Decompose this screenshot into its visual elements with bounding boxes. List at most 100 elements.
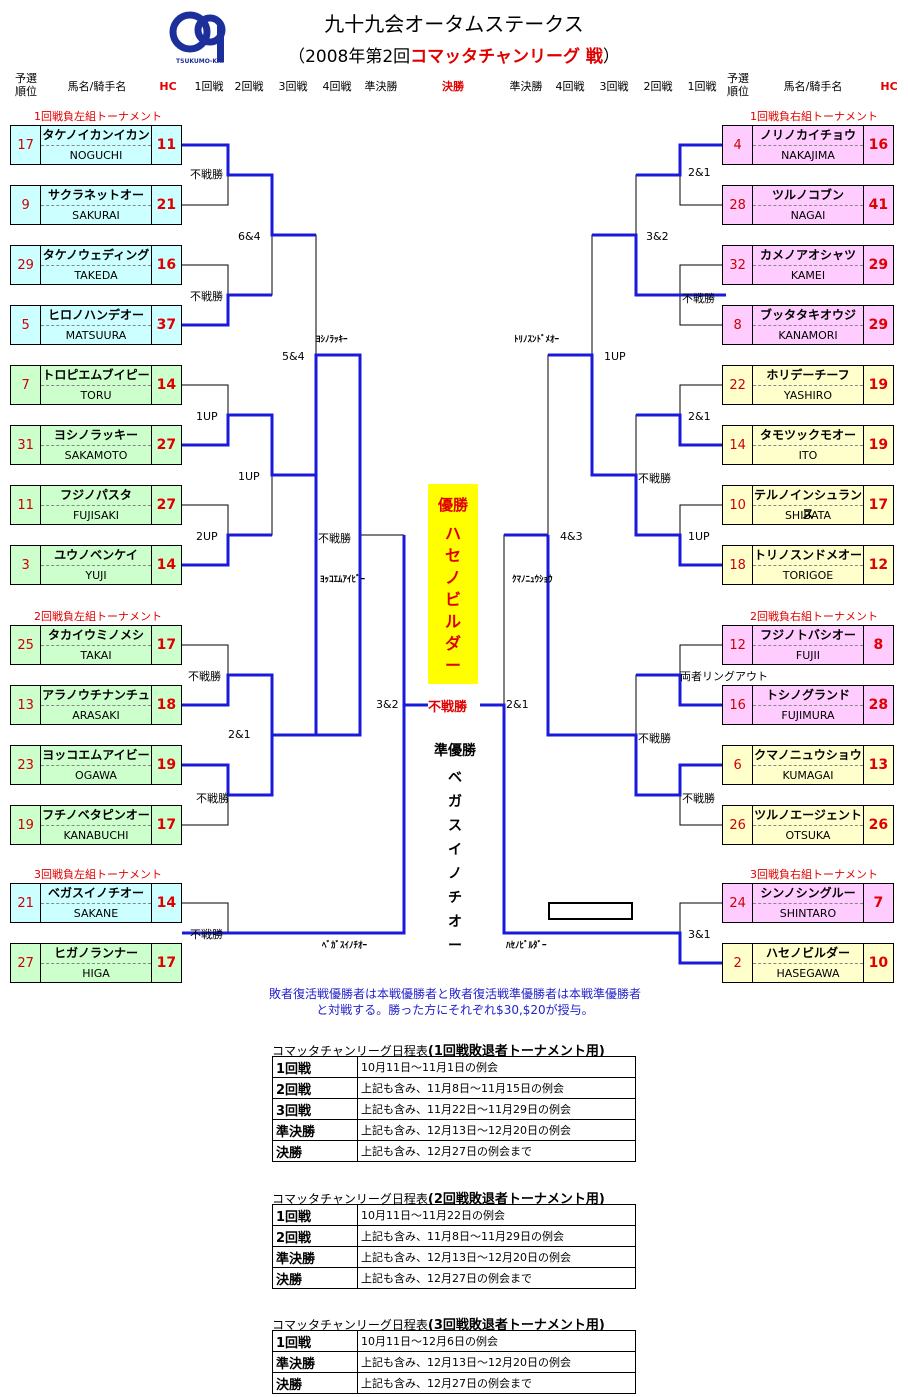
round-dates: 上記も含み、11月22日～11月29日の例会 [357, 1098, 636, 1120]
handicap: 14 [150, 884, 181, 922]
round-dates: 上記も含み、12月13日～12月20日の例会 [357, 1351, 636, 1373]
schedule-row: 2回戦上記も含み、11月8日～11月29日の例会 [272, 1225, 636, 1247]
champion-name: ハセノビルダー [428, 523, 478, 677]
header-r2: 2回戦 [234, 80, 264, 93]
right-result-5: 不戦勝 [638, 472, 671, 485]
jockey-name: YUJI [85, 569, 107, 582]
round-dates: 上記も含み、11月8日～11月29日の例会 [357, 1225, 636, 1247]
left-result-3r1: 不戦勝 [190, 928, 223, 941]
horse-name: タモツックモオー [753, 426, 863, 446]
horse-name: ブッタタキオウジ [753, 306, 863, 326]
name-char: オ [448, 914, 462, 930]
schedule-row: 準決勝上記も含み、12月13日～12月20日の例会 [272, 1351, 636, 1373]
left-result-2: 不戦勝 [190, 290, 223, 303]
horse-name: ヨッコエムアイビー [41, 746, 151, 766]
handicap: 19 [150, 746, 181, 784]
round-dates: 上記も含み、12月13日～12月20日の例会 [357, 1119, 636, 1141]
seed-rank: 23 [11, 746, 42, 784]
header-hc: HC [880, 80, 898, 93]
seed-rank: 6 [723, 746, 754, 784]
name-char: ダ [444, 634, 461, 653]
seed-rank: 2 [723, 944, 754, 982]
right-result-2: 不戦勝 [682, 292, 715, 305]
right-result-4: 2&1 [688, 410, 711, 423]
seed-rank: 22 [723, 366, 754, 404]
schedule-row: 決勝上記も含み、12月27日の例会まで [272, 1140, 636, 1162]
page-title: 九十九会オータムステークス [324, 12, 584, 36]
horse-name: タカイウミノメシ [41, 626, 151, 646]
horse-name: トシノグランド [753, 686, 863, 706]
jockey-name: FUJISAKI [72, 509, 120, 522]
seed-rank: 3 [11, 546, 42, 584]
round-name: 準決勝 [272, 1351, 358, 1373]
jockey-name: SAKURAI [72, 209, 120, 222]
jockey-name: OGAWA [75, 769, 117, 782]
header-r2: 2回戦 [643, 80, 673, 93]
schedule-row: 決勝上記も含み、12月27日の例会まで [272, 1267, 636, 1289]
schedule-row: 準決勝上記も含み、12月13日～12月20日の例会 [272, 1246, 636, 1268]
seed-rank: 32 [723, 246, 754, 284]
header-r3: 3回戦 [599, 80, 629, 93]
schedule-title-bold: (2回戦敗退者トーナメント用) [427, 1192, 605, 1207]
right-result-12: 3&1 [688, 928, 711, 941]
handicap: 29 [862, 246, 893, 284]
left-result-9: 不戦勝 [188, 670, 221, 683]
jockey-name: KANABUCHI [63, 829, 129, 842]
name-char: ハ [444, 524, 461, 543]
left-result-6: 2UP [196, 530, 218, 543]
right-result-3: 3&2 [646, 230, 669, 243]
right-result-9: 不戦勝 [638, 732, 671, 745]
seed-rank: 16 [723, 686, 754, 724]
schedule-title-2: コマッタチャンリーグ日程表(2回戦敗退者トーナメント用) [272, 1188, 605, 1207]
left-result-5: 1UP [238, 470, 260, 483]
handicap: 19 [862, 426, 893, 464]
seed-rank: 21 [11, 884, 42, 922]
seed-rank: 10 [723, 486, 754, 524]
name-char: ス [448, 818, 462, 834]
seed-rank: 19 [11, 806, 42, 844]
schedule-title-text: コマッタチャンリーグ日程表 [272, 1192, 428, 1206]
handicap: 29 [862, 306, 893, 344]
empty-box [548, 902, 633, 920]
handicap: 26 [862, 806, 893, 844]
schedule-row: 決勝上記も含み、12月27日の例会まで [272, 1372, 636, 1394]
seed-rank: 28 [723, 186, 754, 224]
header-r1: 1回戦 [687, 80, 717, 93]
horse-name: テルノインシュランス [753, 488, 863, 521]
header-r3: 3回戦 [278, 80, 308, 93]
jockey-name: TORU [80, 389, 112, 402]
handicap: 14 [150, 366, 181, 404]
schedule-title-text: コマッタチャンリーグ日程表 [272, 1044, 428, 1058]
handicap: 13 [862, 746, 893, 784]
runner-up-label: 準優勝 [434, 743, 476, 759]
schedule-row: 3回戦上記も含み、11月22日～11月29日の例会 [272, 1098, 636, 1120]
seed-rank: 13 [11, 686, 42, 724]
jockey-name: SAKAMOTO [64, 449, 128, 462]
jockey-name: NOGUCHI [69, 149, 123, 162]
right-result-7: 1UP [604, 350, 626, 363]
winner-r_top: ﾄﾘﾉｽﾝﾄﾞﾒｵｰ [514, 335, 560, 345]
jockey-name: SAKANE [73, 907, 119, 920]
horse-name: カメノアオシャツ [753, 246, 863, 266]
horse-name: シンノシングルー [753, 884, 863, 904]
jockey-name: KANAMORI [778, 329, 838, 342]
winner-l_top: ﾖｼﾉﾗｯｷｰ [316, 335, 348, 345]
horse-name: ノリノカイチョウ [753, 126, 863, 146]
handicap: 16 [150, 246, 181, 284]
